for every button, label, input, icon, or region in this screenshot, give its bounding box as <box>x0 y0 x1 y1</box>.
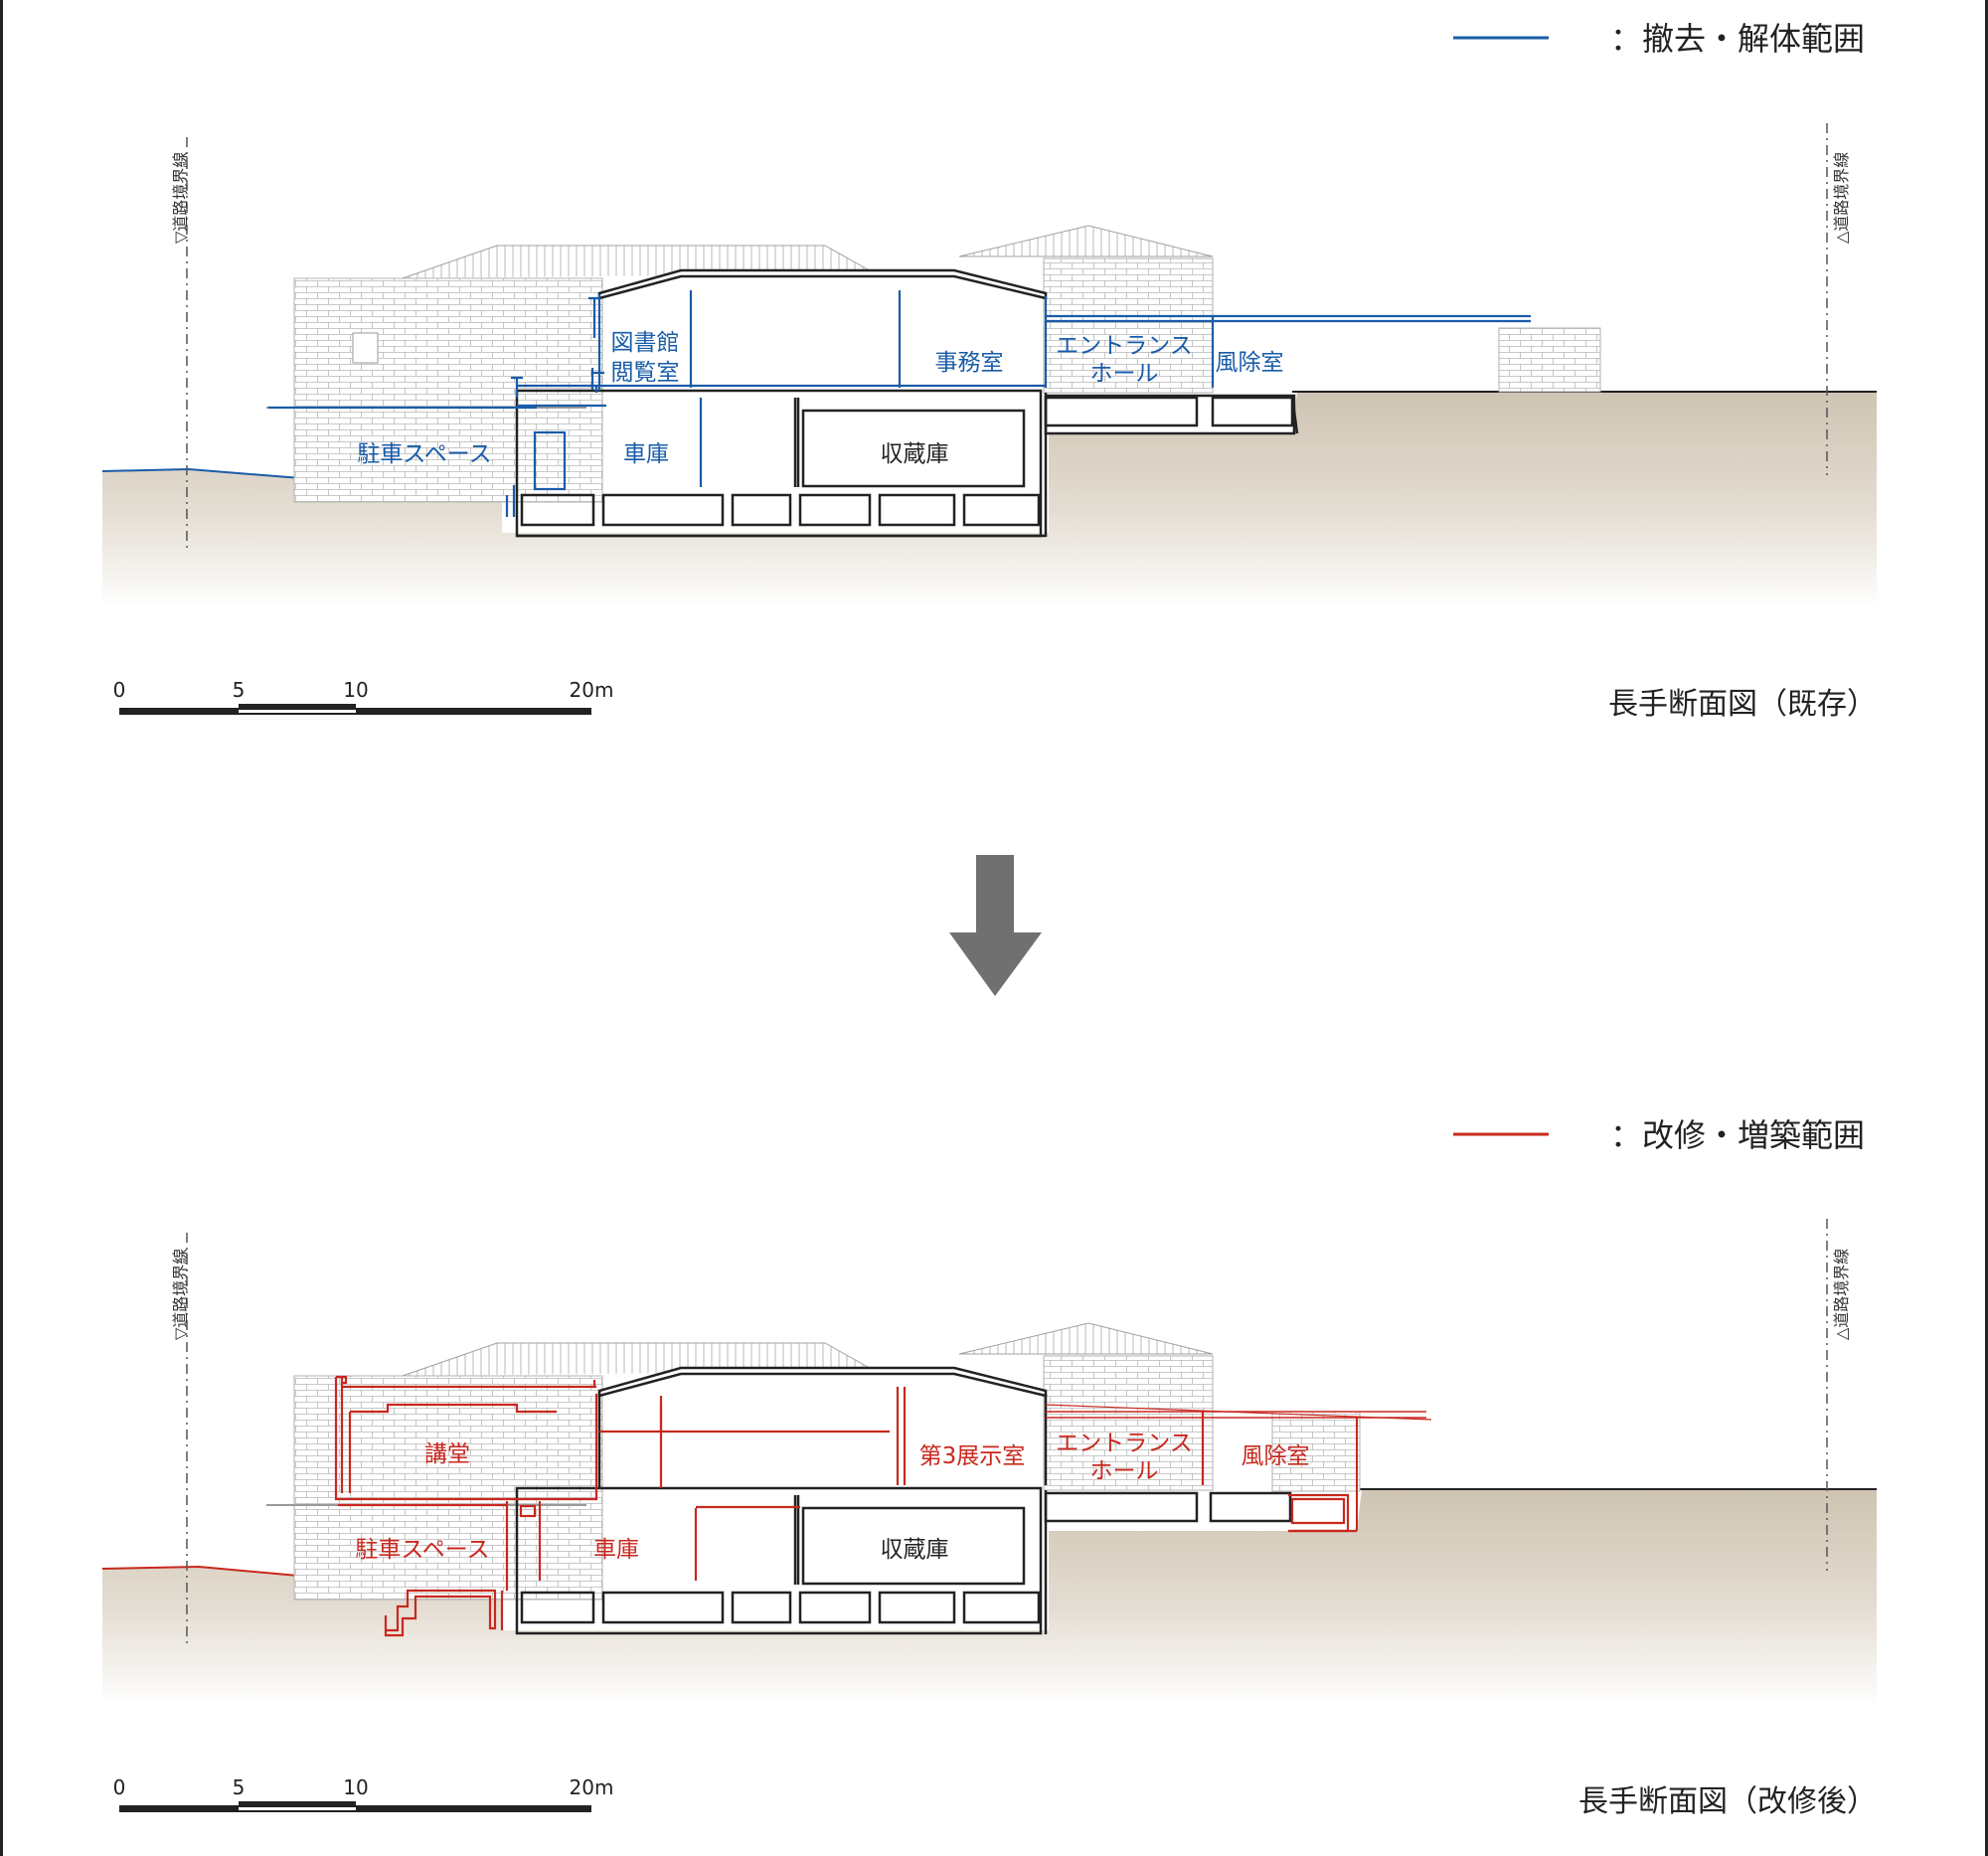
bottom-room-garage: 車庫 <box>593 1537 639 1563</box>
bottom-room-parking: 駐車スペース <box>355 1537 489 1563</box>
top-boundary-left: ▽道路境界線 <box>171 152 190 244</box>
bottom-room-gallery3: 第3展示室 <box>919 1443 1026 1469</box>
bottom-back-wall-right <box>1043 1355 1214 1491</box>
bottom-boundary-right: △道路境界線 <box>1832 1249 1851 1340</box>
bottom-scale-bar: 0 5 10 20m <box>113 1775 614 1812</box>
top-room-windbreak: 風除室 <box>1216 350 1284 376</box>
top-section: ：撤去・解体範囲 <box>101 20 1877 722</box>
bottom-drawing-title: 長手断面図（改修後） <box>1578 1784 1877 1819</box>
top-legend-text: ：撤去・解体範囲 <box>1610 20 1865 58</box>
bottom-boundary-left: ▽道路境界線 <box>171 1249 190 1340</box>
bottom-room-entrance-1: エントランス <box>1056 1431 1193 1456</box>
top-room-entrance-2: ホール <box>1090 361 1159 387</box>
bottom-scale-5: 5 <box>233 1775 246 1799</box>
top-scale-5: 5 <box>233 678 246 702</box>
top-room-library-2: 閲覧室 <box>611 360 680 386</box>
bottom-room-windbreak: 風除室 <box>1242 1443 1310 1469</box>
bottom-legend: ：改修・増築範囲 <box>1453 1116 1865 1154</box>
bottom-room-labels: 講堂 第3展示室 エントランス ホール 風除室 駐車スペース 車庫 <box>355 1431 1309 1563</box>
top-room-storage: 収蔵庫 <box>881 441 949 467</box>
top-room-labels: 図書館 閲覧室 事務室 エントランス ホール 風除室 駐車スペース 車庫 <box>357 330 1283 467</box>
top-scale-20: 20m <box>570 678 614 702</box>
top-legend: ：撤去・解体範囲 <box>1453 20 1865 58</box>
bottom-existing-structure <box>515 1366 1292 1635</box>
top-room-library-1: 図書館 <box>611 330 680 356</box>
top-ground <box>102 392 1877 608</box>
top-scale-10: 10 <box>343 678 368 702</box>
top-room-garage: 車庫 <box>623 441 669 467</box>
bottom-renovation-scope <box>334 1375 1432 1637</box>
top-scale-bar: 0 5 10 20m <box>113 678 614 715</box>
top-room-entrance-1: エントランス <box>1056 333 1193 359</box>
top-room-office: 事務室 <box>935 350 1004 376</box>
bottom-room-entrance-2: ホール <box>1090 1458 1159 1484</box>
right-frame-border <box>1985 0 1988 1856</box>
bottom-scale-10: 10 <box>343 1775 368 1799</box>
top-existing-structure <box>515 268 1299 538</box>
bottom-scale-0: 0 <box>113 1775 126 1799</box>
top-demolition-scope <box>268 290 1531 517</box>
bottom-legend-text: ：改修・増築範囲 <box>1610 1116 1865 1154</box>
top-boundary-right: △道路境界線 <box>1832 152 1851 244</box>
bottom-scale-20: 20m <box>570 1775 614 1799</box>
bottom-ground <box>102 1489 1877 1706</box>
top-scale-0: 0 <box>113 678 126 702</box>
down-arrow-icon <box>949 855 1042 996</box>
top-drawing-title: 長手断面図（既存） <box>1608 687 1877 722</box>
top-back-wall-right <box>1043 257 1214 394</box>
top-room-parking: 駐車スペース <box>357 441 491 467</box>
bottom-room-storage: 収蔵庫 <box>881 1537 949 1563</box>
bottom-room-auditorium: 講堂 <box>424 1441 470 1467</box>
bottom-section: ：改修・増築範囲 <box>101 1116 1877 1819</box>
left-frame-border <box>0 0 3 1856</box>
